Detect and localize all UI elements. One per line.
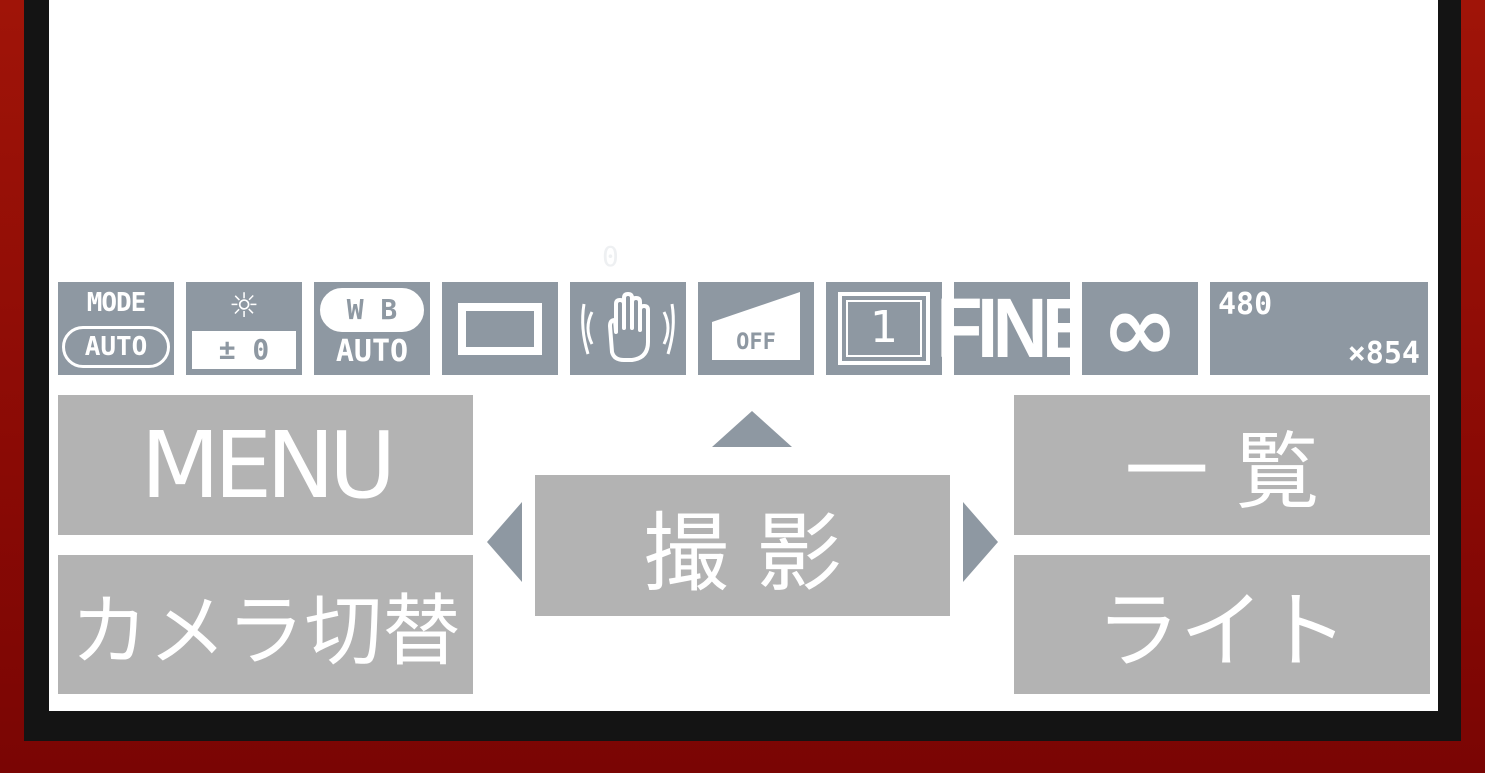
drive-indicator[interactable]: 1	[826, 282, 942, 375]
camera-switch-button[interactable]: カメラ切替	[58, 555, 473, 694]
menu-button[interactable]: MENU	[58, 395, 473, 535]
exposure-indicator[interactable]: ☼ ± 0	[186, 282, 302, 375]
drive-value: 1	[846, 300, 922, 357]
resolution-height: ×854	[1347, 336, 1420, 371]
sun-icon: ☼	[228, 286, 260, 326]
resolution-width: 480	[1218, 287, 1273, 322]
quality-value: FINE	[936, 281, 1093, 375]
resolution-indicator[interactable]: 480 ×854	[1210, 282, 1428, 375]
camera-screen: 0 m MODE AUTO ☼ ± 0 W B AUTO OFF	[49, 0, 1438, 711]
shoot-button[interactable]: 撮 影	[535, 475, 950, 616]
white-balance-indicator[interactable]: W B AUTO	[314, 282, 430, 375]
left-arrow-icon[interactable]	[487, 502, 522, 582]
up-arrow-icon[interactable]	[712, 411, 792, 447]
drive-frame: 1	[838, 292, 930, 365]
mode-value: AUTO	[62, 326, 170, 368]
timer-value: OFF	[736, 330, 776, 355]
aspect-indicator[interactable]	[442, 282, 558, 375]
exposure-value: ± 0	[192, 331, 296, 369]
timer-indicator[interactable]: OFF	[698, 282, 814, 375]
focus-indicator[interactable]: ∞	[1082, 282, 1198, 375]
wb-value: AUTO	[335, 334, 409, 369]
focus-distance-ghost: 0 m	[602, 240, 621, 306]
stabilizer-indicator[interactable]	[570, 282, 686, 375]
mode-label: MODE	[86, 288, 147, 318]
quality-indicator[interactable]: FINE	[937, 282, 1093, 375]
timer-ramp-icon	[712, 292, 800, 360]
hand-shake-icon	[581, 292, 675, 362]
rectangle-frame-icon	[458, 303, 542, 355]
light-button[interactable]: ライト	[1014, 555, 1430, 694]
wb-label: W B	[320, 288, 424, 332]
infinity-icon: ∞	[1101, 275, 1179, 382]
list-button[interactable]: 一 覧	[1014, 395, 1430, 535]
mode-indicator[interactable]: MODE AUTO	[58, 282, 174, 375]
right-arrow-icon[interactable]	[963, 502, 998, 582]
